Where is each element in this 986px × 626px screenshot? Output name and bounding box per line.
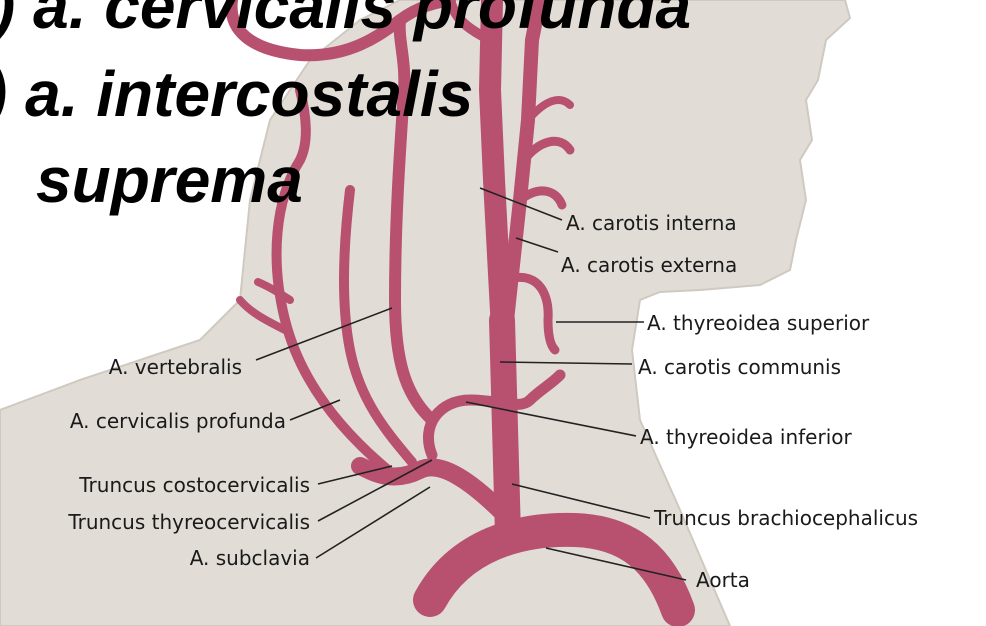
heading-line-3: suprema [36, 148, 303, 212]
label-carotis-interna: A. carotis interna [566, 211, 737, 235]
label-carotis-communis: A. carotis communis [638, 355, 841, 379]
label-vertebralis: A. vertebralis [109, 355, 242, 379]
label-thyreoidea-inferior: A. thyreoidea inferior [640, 425, 852, 449]
carotis-interna [490, 0, 502, 330]
label-truncus-thyreocervicalis: Truncus thyreocervicalis [67, 510, 310, 534]
heading-line-2: ) a. intercostalis [0, 62, 473, 126]
label-cervicalis-profunda: A. cervicalis profunda [70, 409, 286, 433]
label-truncus-costocervicalis: Truncus costocervicalis [78, 473, 310, 497]
label-truncus-brachiocephalicus: Truncus brachiocephalicus [653, 506, 918, 530]
label-subclavia: A. subclavia [190, 546, 310, 570]
label-aorta: Aorta [696, 568, 750, 592]
label-thyreoidea-superior: A. thyreoidea superior [647, 311, 870, 335]
label-carotis-externa: A. carotis externa [561, 253, 737, 277]
heading-line-1: ) a. cervicalis profunda [0, 0, 691, 38]
